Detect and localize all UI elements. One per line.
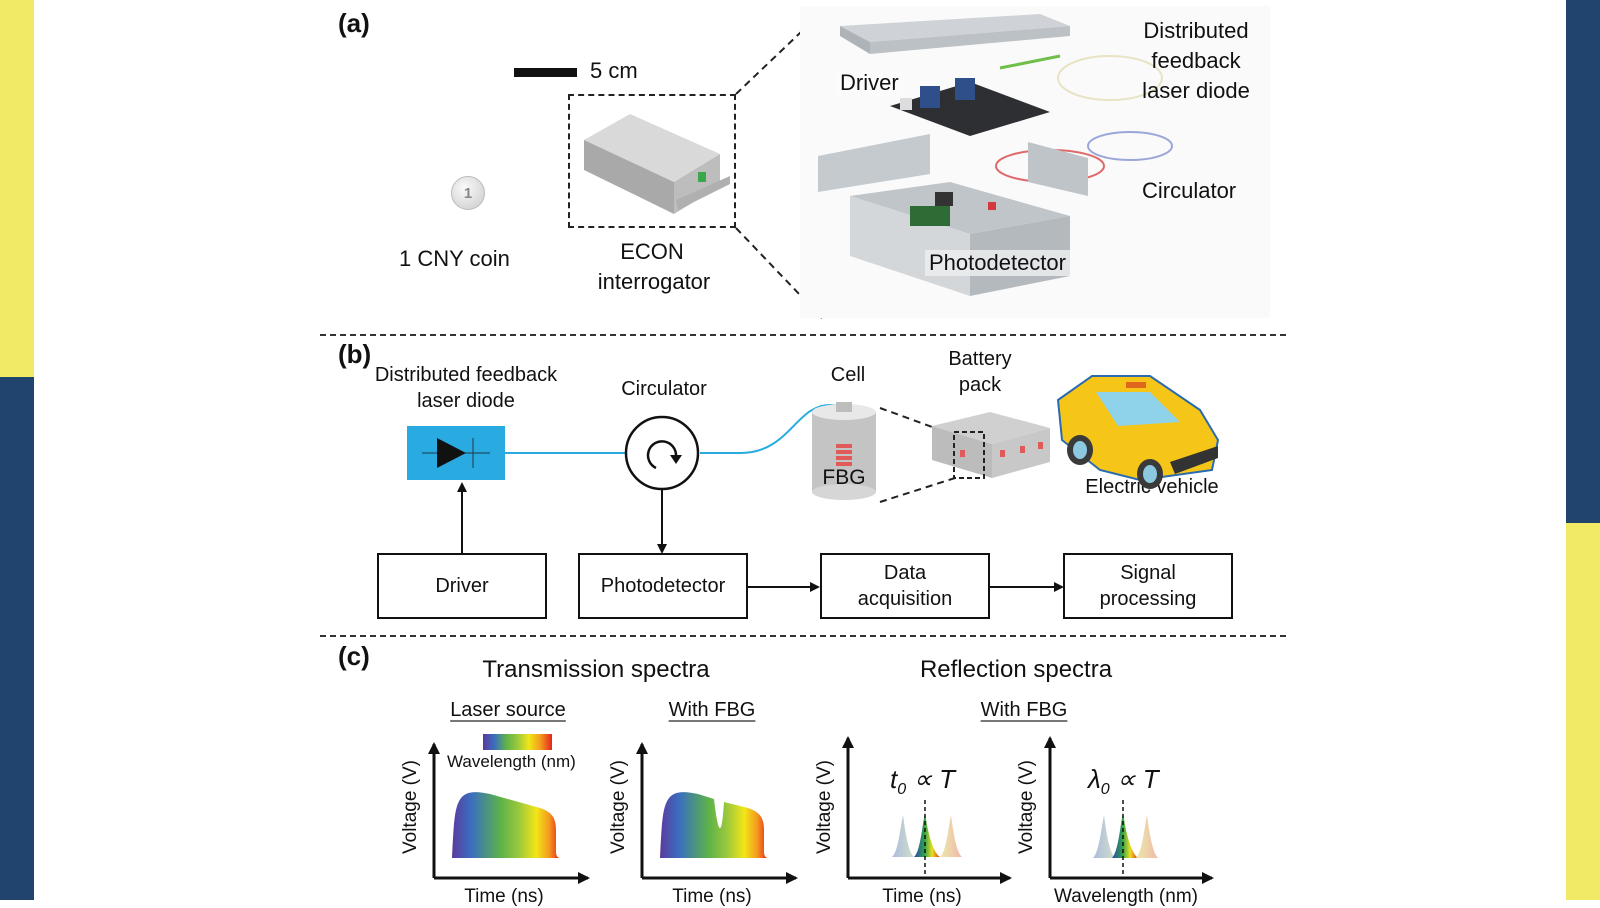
- panel-a-label: (a): [338, 8, 370, 38]
- plot3-peak-center: [914, 812, 940, 857]
- battery-pack-label-line1: Battery: [948, 348, 1012, 370]
- device-label-line2: interrogator: [597, 269, 711, 294]
- plot1-xlabel: Time (ns): [464, 886, 544, 907]
- plot3-axes: [842, 736, 1012, 884]
- plot4-annotation: λ0 ∝ T: [1088, 764, 1159, 799]
- divider-a-b: [320, 334, 1286, 336]
- device-label-line1: ECON: [620, 239, 684, 264]
- plot3-subtitle: With FBG: [980, 699, 1068, 721]
- plot1-axes: [428, 742, 590, 884]
- circulator-arrow-icon: [646, 440, 678, 470]
- exploded-driver-label: Driver: [836, 70, 903, 96]
- left-bar-bottom: [0, 377, 34, 900]
- plot3-annotation: t0 ∝ T: [890, 764, 955, 799]
- exploded-laser-label-line1: Distributed: [1143, 18, 1249, 43]
- reflection-title: Reflection spectra: [919, 656, 1113, 683]
- plot3-ylabel: Voltage (V): [814, 760, 835, 854]
- plot1-subtitle: Laser source: [450, 699, 566, 721]
- data-acquisition-block: Data acquisition: [820, 553, 990, 619]
- plot4-annotation-rest: ∝ T: [1109, 764, 1159, 794]
- panel-b-label: (b): [338, 339, 372, 369]
- diode-icon: [437, 438, 466, 468]
- plot4-xlabel: Wavelength (nm): [1054, 886, 1198, 907]
- plot3-peak-right: [940, 815, 962, 857]
- driver-block-label: Driver: [435, 575, 489, 597]
- plot3-annotation-sub: 0: [897, 781, 907, 799]
- laser-diode-label-line2: laser diode: [417, 390, 515, 412]
- exploded-laser-label-line2: feedback: [1151, 48, 1241, 73]
- cell-label: Cell: [830, 364, 866, 386]
- transmission-title: Transmission spectra: [482, 656, 710, 683]
- exploded-laser-label-line3: laser diode: [1142, 78, 1250, 103]
- photodetector-block-label: Photodetector: [600, 575, 726, 597]
- driver-block: Driver: [377, 553, 547, 619]
- exploded-circulator-label: Circulator: [1142, 178, 1237, 203]
- plot4-axes: [1044, 736, 1214, 884]
- scale-bar-label: 5 cm: [590, 58, 638, 83]
- plot2-subtitle: With FBG: [668, 699, 756, 721]
- plot2-fbg-transmission-spectrum: [660, 792, 768, 858]
- exploded-photodetector-label: Photodetector: [925, 250, 1070, 276]
- plot4-ylabel: Voltage (V): [1016, 760, 1037, 854]
- colorbar-label: Wavelength (nm): [447, 752, 576, 771]
- battery-pack-icon: [932, 412, 1050, 479]
- left-bar-top: [0, 0, 34, 377]
- plot4-annotation-sub: 0: [1100, 781, 1110, 799]
- plot4-peak-center: [1112, 812, 1138, 858]
- plot4-peak-left: [1093, 815, 1115, 858]
- coin-label: 1 CNY coin: [399, 246, 510, 271]
- plot4-peak-right: [1136, 815, 1158, 858]
- circulator-label: Circulator: [621, 378, 707, 400]
- laser-diode-label-line1: Distributed feedback: [374, 364, 558, 386]
- plot3-annotation-main: t: [890, 764, 898, 794]
- cell-icon: [812, 402, 876, 500]
- panel-c-label: (c): [338, 641, 370, 671]
- plot2-ylabel: Voltage (V): [608, 760, 629, 854]
- plot3-xlabel: Time (ns): [882, 886, 962, 907]
- fbg-label: FBG: [822, 466, 866, 489]
- scale-bar: [514, 68, 577, 77]
- device-highlight-box: [568, 94, 736, 228]
- wavelength-colorbar: [483, 734, 552, 750]
- plot1-laser-spectrum: [452, 792, 560, 858]
- divider-b-c: [320, 635, 1286, 637]
- photodetector-block: Photodetector: [578, 553, 748, 619]
- plot3-peak-left: [892, 815, 914, 857]
- plot3-annotation-rest: ∝ T: [906, 764, 956, 794]
- plot1-ylabel: Voltage (V): [400, 760, 421, 854]
- sp-label-line1: Signal: [1120, 562, 1176, 584]
- signal-processing-block: Signal processing: [1063, 553, 1233, 619]
- plot2-xlabel: Time (ns): [672, 886, 752, 907]
- plot4-annotation-main: λ: [1088, 764, 1101, 794]
- econ-device-image: [584, 114, 730, 214]
- coin-image: 1: [451, 176, 485, 210]
- battery-pack-label-line2: pack: [958, 374, 1002, 396]
- daq-label-line1: Data: [883, 562, 927, 584]
- electric-vehicle-icon: [1056, 375, 1220, 489]
- right-bar-top: [1566, 0, 1600, 523]
- daq-label-line2: acquisition: [857, 588, 953, 610]
- coin-glyph: 1: [463, 184, 473, 202]
- sp-label-line2: processing: [1099, 588, 1197, 610]
- plot2-axes: [636, 742, 798, 884]
- right-bar-bottom: [1566, 523, 1600, 900]
